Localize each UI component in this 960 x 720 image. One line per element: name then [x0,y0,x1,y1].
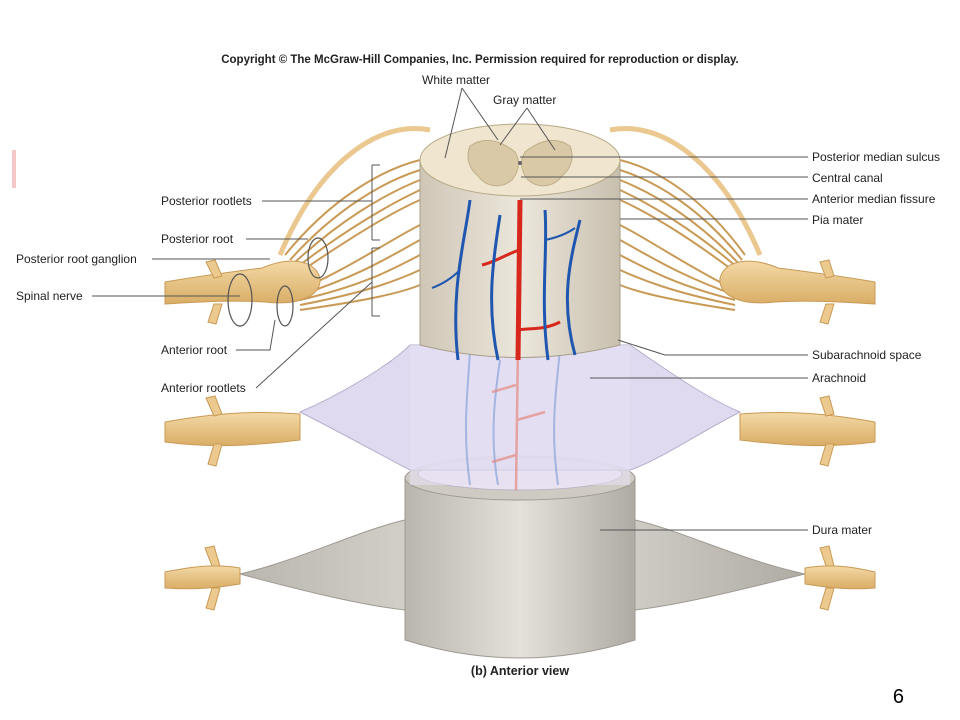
figure-caption: (b) Anterior view [470,664,570,678]
gray-matter [467,139,573,187]
left-arachnoid-nerve [164,411,301,447]
leader-lines [92,87,808,531]
label-gray-matter: Gray matter [493,93,557,107]
label-anterior-rootlets: Anterior rootlets [161,381,246,395]
slide-edge-mark [12,150,16,188]
label-posterior-rootlets: Posterior rootlets [161,194,252,208]
label-anterior-median-fissure: Anterior median fissure [812,192,936,206]
label-subarachnoid-space: Subarachnoid space [812,348,922,362]
label-pia-mater: Pia mater [812,213,864,227]
right-posterior-root-ganglion [719,260,876,305]
dura-mater-layer [164,455,876,659]
right-arachnoid-nerve [739,411,876,447]
label-posterior-root-ganglion: Posterior root ganglion [16,252,137,266]
label-rings [227,237,329,327]
cord-vessels [431,199,582,361]
left-posterior-root-ganglion [164,260,321,305]
label-white-matter: White matter [422,73,491,87]
cord-cross-section [419,123,621,197]
slide-number: 6 [892,686,904,708]
label-posterior-root: Posterior root [161,232,234,246]
label-arachnoid: Arachnoid [812,371,867,385]
label-dura-mater: Dura mater [812,523,873,537]
copyright-notice: Copyright © The McGraw-Hill Companies, I… [221,54,739,66]
dura-left-nerve [164,565,241,590]
posterior-root-arcs [277,126,763,256]
label-spinal-nerve: Spinal nerve [16,289,83,303]
arachnoid-layer [164,344,876,491]
label-central-canal: Central canal [812,171,883,185]
dura-mater-cylinder [404,477,636,659]
central-canal [518,161,522,165]
dura-right-nerve [804,565,876,590]
label-anterior-root: Anterior root [161,343,228,357]
nerve-roots [284,159,746,311]
label-posterior-median-sulcus: Posterior median sulcus [812,150,941,164]
